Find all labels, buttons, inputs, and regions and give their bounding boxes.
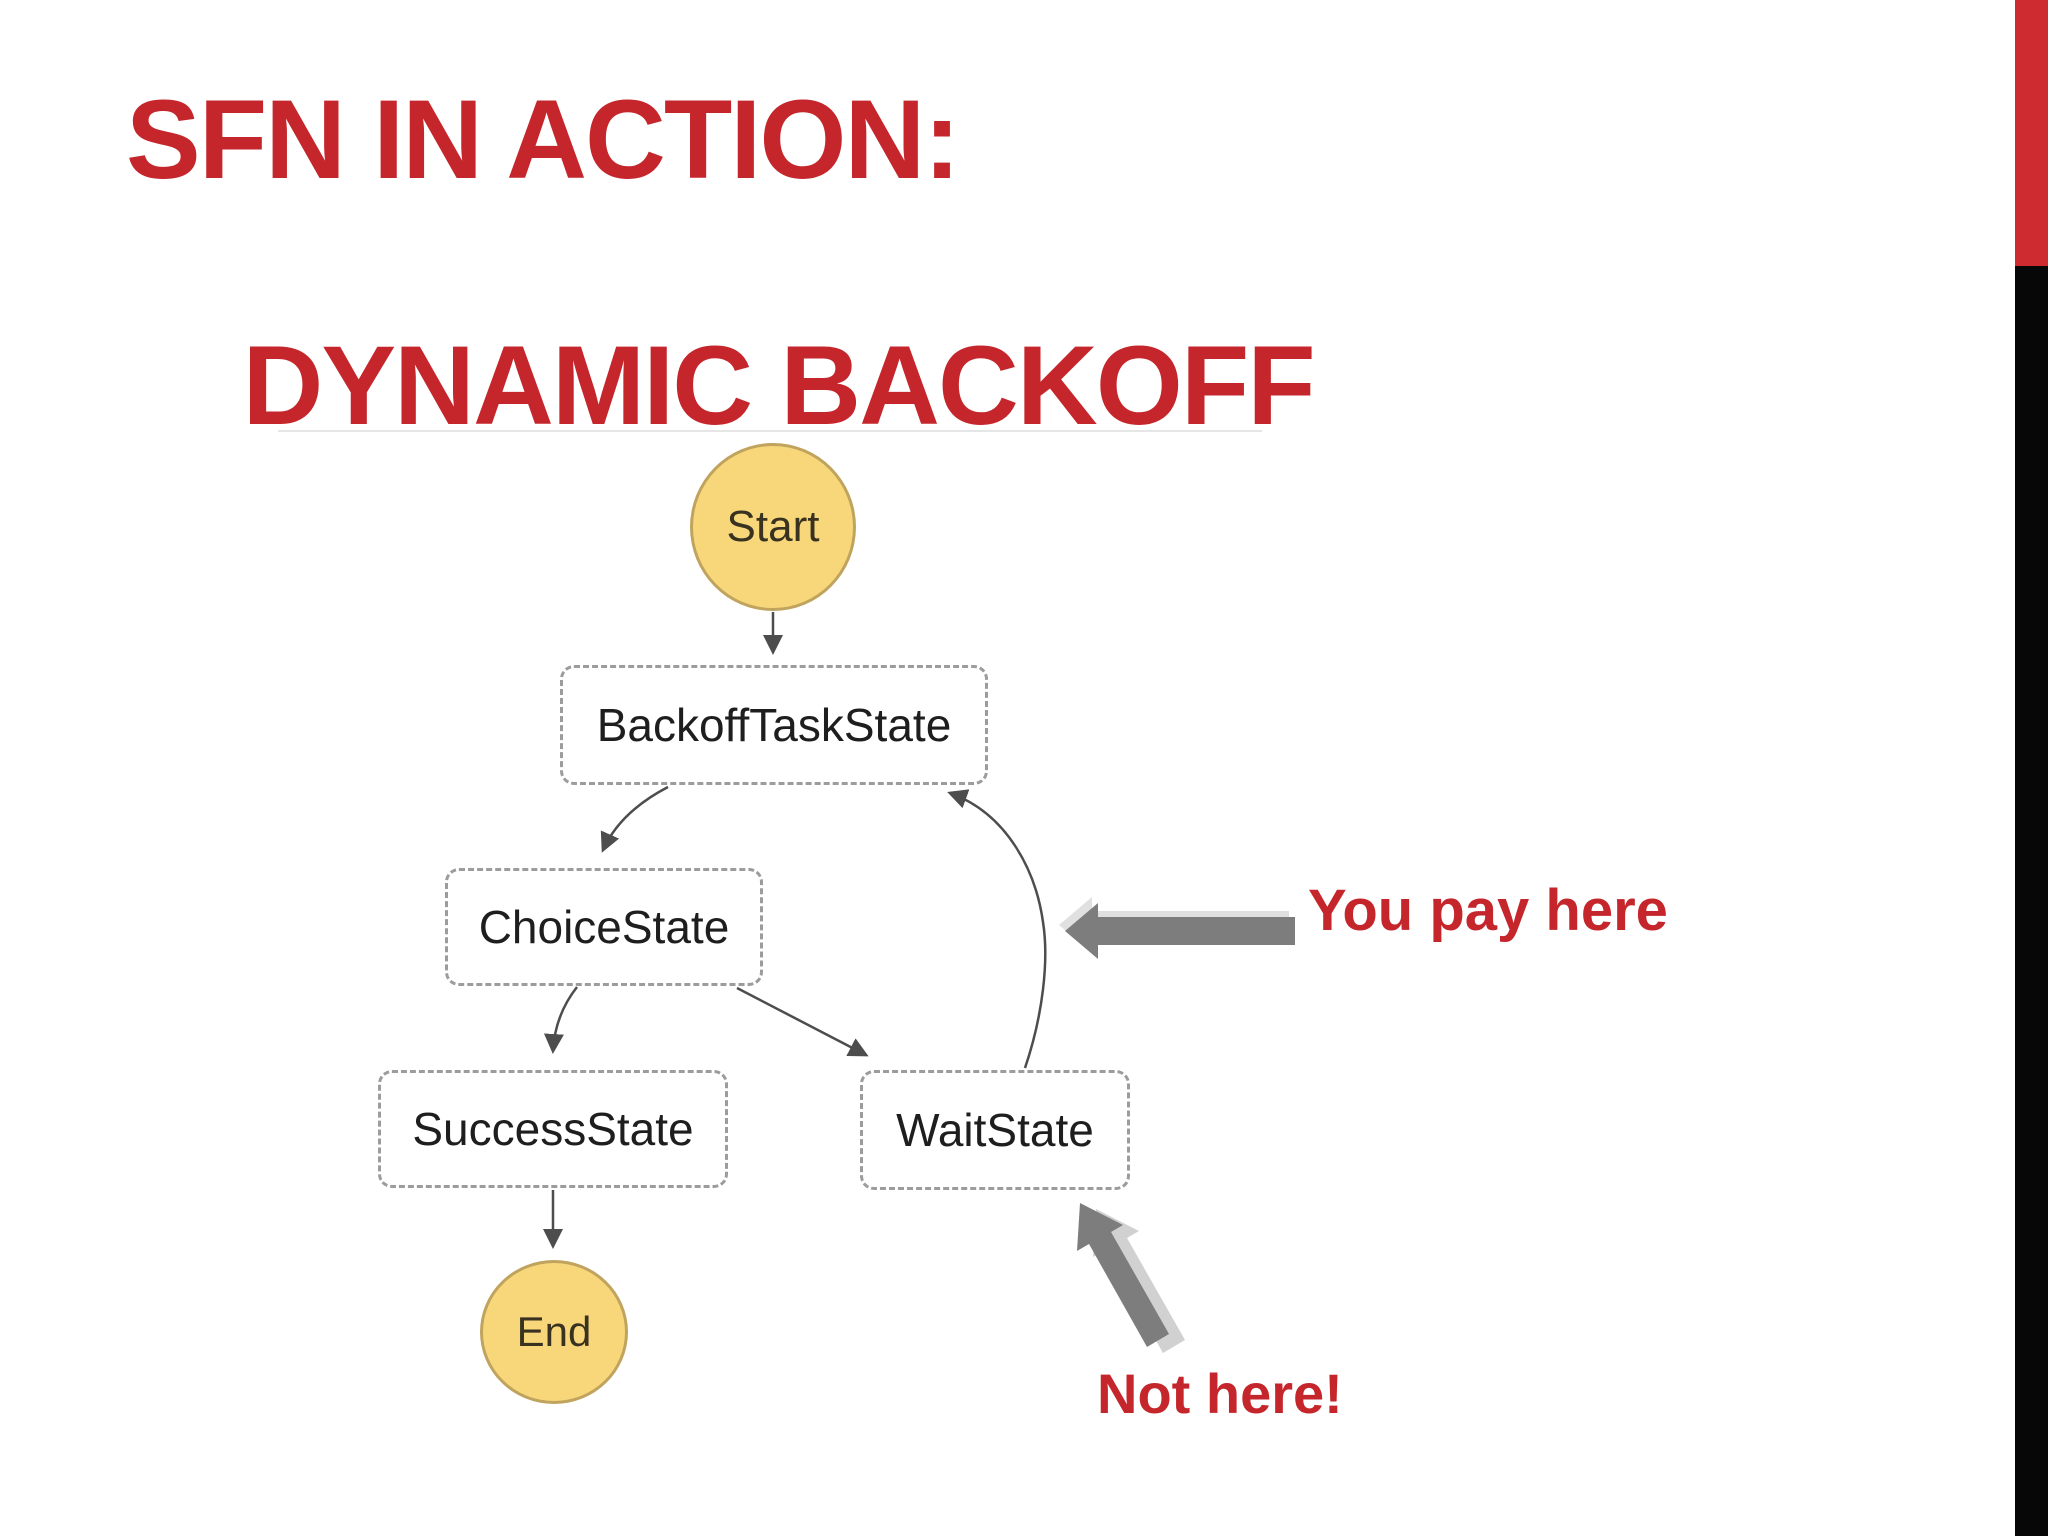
- node-end-label: End: [516, 1308, 592, 1355]
- edge-wait-to-backoff-loop: [947, 789, 1047, 1069]
- node-backofftaskstate-label: BackoffTaskState: [596, 699, 952, 751]
- edge-backoff-to-choice: [600, 785, 669, 853]
- node-end: End: [480, 1260, 628, 1404]
- page-title: SFN IN ACTION: DYNAMIC BACKOFF: [126, 77, 1316, 571]
- title-line-1: SFN IN ACTION:: [126, 77, 961, 202]
- node-choicestate: ChoiceState: [445, 868, 763, 986]
- title-line-2: DYNAMIC BACKOFF: [242, 323, 1315, 449]
- node-successstate: SuccessState: [378, 1070, 728, 1188]
- diagram-divider-line: [278, 430, 1262, 432]
- node-backofftaskstate: BackoffTaskState: [560, 665, 988, 785]
- annotation-not-here: Not here!: [1097, 1362, 1343, 1425]
- gray-arrow-left-icon: [1065, 903, 1295, 959]
- gray-arrow-up-shadow: [1093, 1209, 1185, 1353]
- node-start: Start: [690, 443, 856, 611]
- node-successstate-label: SuccessState: [412, 1103, 694, 1155]
- gray-arrow-left-ghost: [1059, 897, 1289, 953]
- gray-arrow-up-icon: [1077, 1203, 1169, 1347]
- edge-accent-bar-red: [2015, 0, 2048, 266]
- node-waitstate-label: WaitState: [896, 1104, 1094, 1156]
- annotation-you-pay-here: You pay here: [1308, 878, 1668, 943]
- node-start-label: Start: [726, 502, 820, 551]
- edge-accent-bar-black: [2015, 266, 2048, 1536]
- edge-choice-to-success: [543, 986, 578, 1054]
- node-waitstate: WaitState: [860, 1070, 1130, 1190]
- edge-choice-to-wait: [736, 986, 869, 1057]
- node-choicestate-label: ChoiceState: [478, 901, 730, 953]
